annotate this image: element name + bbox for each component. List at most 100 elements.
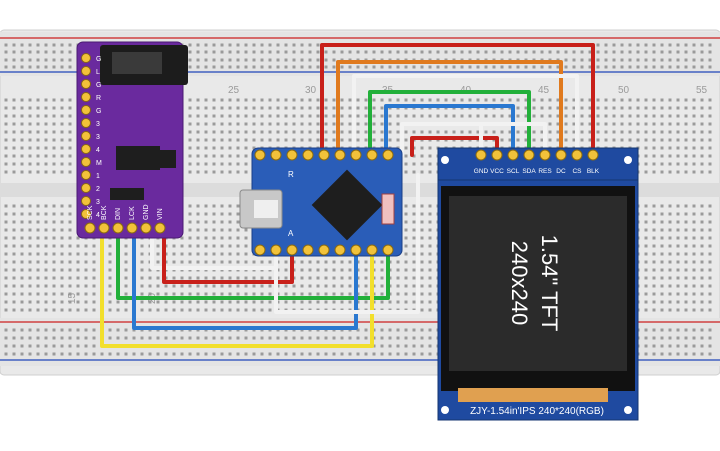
breadboard-hole (588, 138, 592, 142)
breadboard-hole (68, 154, 72, 158)
breadboard-hole (228, 50, 232, 54)
breadboard-hole (60, 170, 64, 174)
breadboard-hole (12, 122, 16, 126)
breadboard-hole (476, 114, 480, 118)
breadboard-hole (52, 146, 56, 150)
breadboard-hole (260, 336, 264, 340)
breadboard-hole (708, 58, 712, 62)
breadboard-hole (164, 352, 168, 356)
breadboard-hole (428, 65, 432, 69)
breadboard-hole (412, 162, 416, 166)
breadboard-hole (700, 284, 704, 288)
breadboard-hole (236, 308, 240, 312)
breadboard-hole (52, 284, 56, 288)
breadboard-hole (388, 300, 392, 304)
mcu-pin (366, 244, 378, 256)
breadboard-hole (420, 352, 424, 356)
breadboard-hole (244, 162, 248, 166)
breadboard-hole (660, 204, 664, 208)
breadboard-hole (676, 170, 680, 174)
breadboard-hole (652, 336, 656, 340)
breadboard-hole (684, 162, 688, 166)
breadboard-hole (148, 300, 152, 304)
breadboard-hole (92, 352, 96, 356)
breadboard-hole (396, 260, 400, 264)
tft-pin (539, 149, 551, 161)
breadboard-hole (692, 106, 696, 110)
breadboard-hole (276, 130, 280, 134)
breadboard-hole (484, 98, 488, 102)
breadboard-hole (644, 146, 648, 150)
breadboard-hole (188, 244, 192, 248)
breadboard-hole (516, 50, 520, 54)
breadboard-hole (220, 276, 224, 280)
tft-pin (571, 149, 583, 161)
breadboard-hole (188, 170, 192, 174)
breadboard-hole (84, 344, 88, 348)
breadboard-hole (212, 228, 216, 232)
breadboard-hole (404, 114, 408, 118)
breadboard-hole (412, 344, 416, 348)
mcu-pin (350, 244, 362, 256)
breadboard-hole (196, 114, 200, 118)
breadboard-hole (220, 260, 224, 264)
breadboard-hole (12, 284, 16, 288)
breadboard-hole (44, 284, 48, 288)
breadboard-hole (20, 244, 24, 248)
breadboard-hole (644, 308, 648, 312)
breadboard-hole (604, 138, 608, 142)
breadboard-hole (132, 352, 136, 356)
breadboard-hole (540, 65, 544, 69)
mcu-pin (270, 244, 282, 256)
dac-pin-label: SCK (87, 205, 94, 220)
breadboard-hole (652, 228, 656, 232)
breadboard-hole (52, 170, 56, 174)
breadboard-hole (652, 352, 656, 356)
breadboard-hole (4, 308, 8, 312)
breadboard-hole (4, 244, 8, 248)
breadboard-hole (28, 328, 32, 332)
wire-yellow-bck (100, 228, 374, 348)
breadboard-hole (708, 260, 712, 264)
breadboard-hole (180, 352, 184, 356)
breadboard-hole (268, 352, 272, 356)
breadboard-hole (300, 50, 304, 54)
breadboard-hole (412, 130, 416, 134)
breadboard-hole (508, 130, 512, 134)
breadboard-hole (292, 130, 296, 134)
breadboard-hole (348, 122, 352, 126)
breadboard-hole (396, 138, 400, 142)
breadboard-hole (380, 106, 384, 110)
breadboard-hole (484, 130, 488, 134)
breadboard-hole (324, 50, 328, 54)
breadboard-hole (12, 268, 16, 272)
breadboard-hole (404, 352, 408, 356)
breadboard-hole (148, 276, 152, 280)
breadboard-hole (660, 106, 664, 110)
breadboard-hole (340, 65, 344, 69)
breadboard-hole (20, 212, 24, 216)
breadboard-hole (508, 65, 512, 69)
breadboard-hole (700, 236, 704, 240)
breadboard-hole (324, 98, 328, 102)
breadboard-hole (44, 162, 48, 166)
breadboard-hole (84, 268, 88, 272)
breadboard-hole (44, 138, 48, 142)
breadboard-hole (684, 300, 688, 304)
breadboard-hole (684, 65, 688, 69)
breadboard-hole (52, 276, 56, 280)
column-number: 30 (305, 85, 317, 96)
breadboard-hole (228, 244, 232, 248)
breadboard-hole (428, 162, 432, 166)
breadboard-hole (540, 98, 544, 102)
breadboard-hole (516, 114, 520, 118)
breadboard-hole (172, 336, 176, 340)
breadboard-hole (20, 154, 24, 158)
breadboard-hole (28, 236, 32, 240)
breadboard-hole (676, 328, 680, 332)
tft-pin (523, 149, 535, 161)
breadboard-hole (212, 65, 216, 69)
breadboard-hole (60, 204, 64, 208)
breadboard-hole (652, 146, 656, 150)
